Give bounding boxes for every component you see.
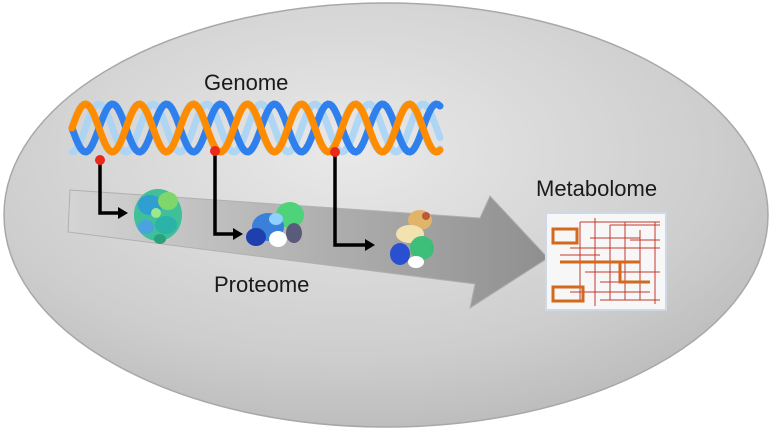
metabolic-pathway-map-icon [545, 212, 667, 311]
proteome-label: Proteome [214, 272, 310, 297]
metabolome-label: Metabolome [536, 176, 658, 201]
protein-structure-icon-1 [134, 189, 182, 244]
gene-marker-3 [330, 147, 340, 157]
gene-marker-2 [210, 146, 220, 156]
gene-pointer-1 [95, 155, 128, 219]
gene-pointer-3 [330, 147, 375, 251]
protein-structure-icon-2 [246, 202, 304, 247]
protein-structure-icon-3 [390, 210, 434, 268]
dna-helix-icon [68, 100, 444, 156]
genome-label: Genome [204, 70, 289, 95]
gene-marker-1 [95, 155, 105, 165]
gene-pointer-2 [210, 146, 243, 240]
